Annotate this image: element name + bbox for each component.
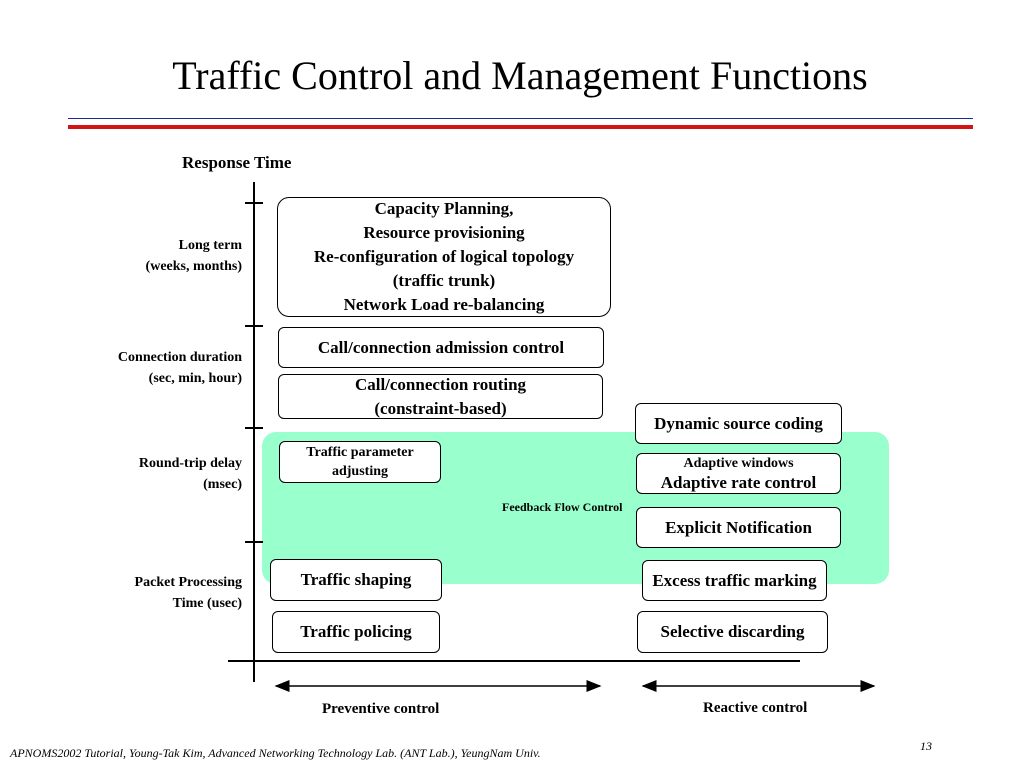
timescale-label: Long term [178, 238, 242, 253]
box-line: Selective discarding [660, 622, 805, 641]
box-line: Network Load re-balancing [343, 295, 545, 314]
box-line: (traffic trunk) [392, 271, 496, 290]
box-line: (constraint-based) [374, 398, 507, 418]
timescale-label: Packet Processing [134, 575, 242, 590]
box-line: Traffic parameter [306, 445, 414, 460]
preventive-control-label: Preventive control [322, 701, 440, 717]
box-line: Traffic policing [300, 622, 412, 641]
explicit-notification-box: Explicit Notification [636, 507, 841, 548]
box-line: Explicit Notification [665, 517, 812, 537]
timescale-sublabel: (sec, min, hour) [148, 371, 242, 386]
slide-footer: APNOMS2002 Tutorial, Young-Tak Kim, Adva… [10, 746, 541, 760]
axis-tick [245, 325, 263, 327]
timescale-connection-duration: Connection duration (sec, min, hour) [118, 347, 242, 389]
y-axis-line [253, 182, 255, 682]
timescale-long-term: Long term (weeks, months) [146, 235, 242, 277]
timescale-label: Connection duration [117, 350, 242, 365]
feedback-flow-control-label: Feedback Flow Control [502, 500, 623, 514]
traffic-shaping-box: Traffic shaping [270, 559, 442, 601]
timescale-sublabel: Time (usec) [172, 596, 242, 611]
box-line: Re-configuration of logical topology [313, 247, 575, 266]
box-line: Excess traffic marking [652, 570, 817, 590]
timescale-round-trip-delay: Round-trip delay (msec) [139, 453, 242, 495]
adaptive-control-box: Adaptive windows Adaptive rate control [636, 453, 841, 494]
timescale-sublabel: (weeks, months) [145, 259, 242, 274]
box-line: Adaptive rate control [660, 472, 817, 492]
slide-title: Traffic Control and Management Functions [172, 53, 868, 98]
box-line: Capacity Planning, [374, 199, 514, 218]
box-line: Call/connection admission control [317, 337, 565, 357]
admission-control-box: Call/connection admission control [278, 327, 604, 368]
box-line: Traffic shaping [300, 570, 412, 589]
selective-discarding-box: Selective discarding [637, 611, 828, 653]
reactive-control-label: Reactive control [703, 700, 808, 716]
title-rule-red [68, 125, 973, 129]
box-line: Dynamic source coding [654, 413, 823, 433]
timescale-sublabel: (msec) [203, 477, 242, 492]
x-axis-line [228, 660, 800, 662]
axis-tick [245, 427, 263, 429]
axis-title: Response Time [182, 153, 292, 172]
routing-box: Call/connection routing (constraint-base… [278, 374, 603, 419]
box-line: adjusting [331, 464, 389, 479]
timescale-packet-processing: Packet Processing Time (usec) [135, 572, 242, 614]
box-line: Call/connection routing [354, 374, 527, 394]
axis-tick [245, 541, 263, 543]
timescale-label: Round-trip delay [138, 456, 242, 471]
axis-tick [245, 202, 263, 204]
box-line: Resource provisioning [363, 223, 525, 242]
excess-traffic-marking-box: Excess traffic marking [642, 560, 827, 601]
box-line: Adaptive windows [683, 455, 794, 471]
traffic-policing-box: Traffic policing [272, 611, 440, 653]
title-rule-blue [68, 118, 973, 119]
dynamic-source-coding-box: Dynamic source coding [635, 403, 842, 444]
traffic-parameter-box: Traffic parameter adjusting [279, 441, 441, 483]
capacity-planning-box: Capacity Planning, Resource provisioning… [277, 197, 611, 317]
page-number: 13 [920, 739, 932, 753]
